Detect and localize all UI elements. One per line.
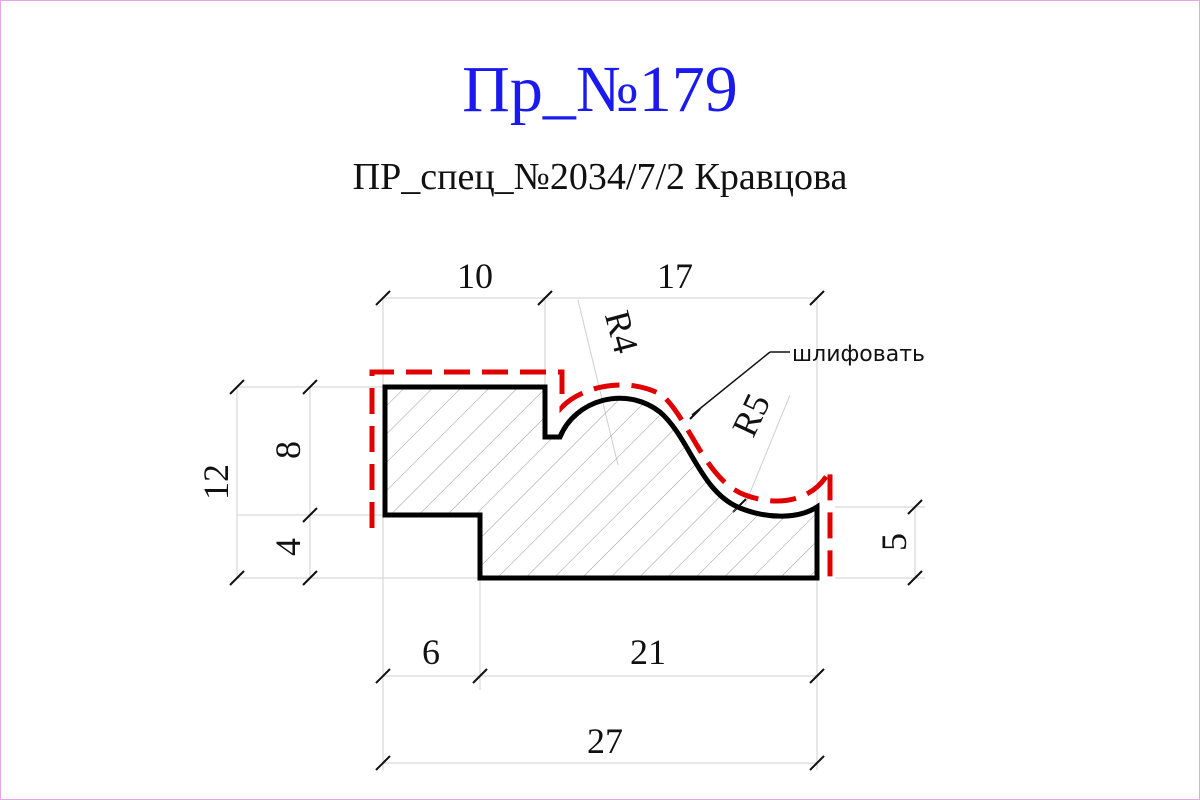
extension-lines bbox=[236, 297, 925, 770]
dim-top-left: 10 bbox=[457, 256, 493, 296]
dim-bottom-overall: 27 bbox=[587, 721, 623, 761]
dimension-ticks bbox=[229, 290, 923, 771]
profile-title: Пр_№179 bbox=[462, 53, 738, 126]
profile-section bbox=[382, 384, 820, 581]
dim-left-overall: 12 bbox=[196, 464, 236, 500]
dim-left-lower: 4 bbox=[268, 538, 308, 556]
finishing-contour bbox=[369, 369, 833, 578]
dim-bottom-right: 21 bbox=[630, 632, 666, 672]
note-leader bbox=[691, 351, 790, 416]
radius-small-label: R4 bbox=[597, 306, 647, 357]
dim-bottom-left: 6 bbox=[422, 632, 440, 672]
dim-top-right: 17 bbox=[657, 256, 693, 296]
sanding-note: шлифовать bbox=[792, 342, 925, 367]
radius-large-label: R5 bbox=[724, 387, 778, 442]
dim-right-side: 5 bbox=[874, 533, 914, 551]
profile-subtitle: ПР_спец_№2034/7/2 Кравцова bbox=[352, 156, 848, 198]
dim-left-upper: 8 bbox=[268, 441, 308, 459]
